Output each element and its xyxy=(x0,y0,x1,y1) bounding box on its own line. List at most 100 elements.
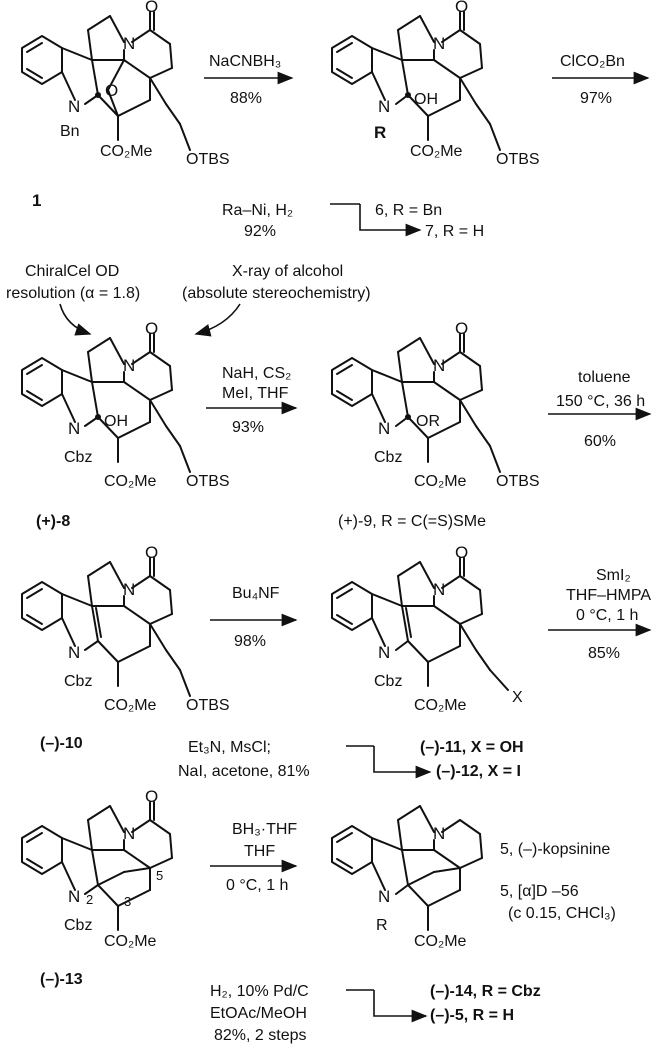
cpd9-N-atom: N xyxy=(378,419,390,438)
annot-right-line2: (absolute stereochemistry) xyxy=(182,285,371,302)
cpd9-N-substituent: Cbz xyxy=(374,449,402,466)
compound-1-label: 1 xyxy=(32,191,41,210)
cpd1-side-chain: OTBS xyxy=(186,151,230,168)
compound-13-label: (–)-13 xyxy=(40,971,83,988)
step-4: toluene 150 °C, 36 h 60% xyxy=(548,369,652,450)
step7-line3: 0 °C, 1 h xyxy=(576,607,638,624)
compound-5-name: 5, (–)-kopsinine xyxy=(500,841,610,858)
cpd8-N-substituent: Cbz xyxy=(64,449,92,466)
step8-line2: THF xyxy=(244,843,275,860)
step-8: BH₃·THF THF 0 °C, 1 h xyxy=(210,821,298,894)
cpd8-N-ring-atom: N xyxy=(123,356,135,375)
step7-line2: THF–HMPA xyxy=(566,587,651,604)
cpd6-N-ring-atom: N xyxy=(433,34,445,53)
cpd11-ester: CO₂Me xyxy=(414,697,467,714)
cpd1-N-ring-atom: N xyxy=(123,34,135,53)
cpd9-ketone-O: O xyxy=(455,319,468,338)
compound-8-label: (+)-8 xyxy=(36,513,70,530)
compound-6-structure: N R N O OH CO₂Me OTBS xyxy=(331,0,540,168)
annot-right-line1: X-ray of alcohol xyxy=(232,263,343,280)
step-2: ClCO₂Bn 97% xyxy=(552,53,650,107)
step-7: SmI₂ THF–HMPA 0 °C, 1 h 85% xyxy=(548,567,652,662)
cpd8-OH: OH xyxy=(104,413,128,430)
cpd11-ketone-O: O xyxy=(455,543,468,562)
step3-line2: MeI, THF xyxy=(222,385,289,402)
cpd13-N-substituent: Cbz xyxy=(64,917,92,934)
label-11: (–)-11, X = OH xyxy=(420,739,524,756)
step-6: Et₃N, MsCl; NaI, acetone, 81% (–)-11, X … xyxy=(178,739,524,780)
step7-line1: SmI₂ xyxy=(596,567,631,584)
cpd10-side-chain: OTBS xyxy=(186,697,230,714)
cpd11-N-substituent: Cbz xyxy=(374,673,402,690)
cpd11-X: X xyxy=(512,689,523,706)
cpd6-N-atom: N xyxy=(378,97,390,116)
step9-line3: 82%, 2 steps xyxy=(214,1027,307,1044)
cpd1-ester: CO₂Me xyxy=(100,143,153,160)
cpd13-N-ring-atom: N xyxy=(123,824,135,843)
compound-10-structure: N Cbz N O CO₂Me OTBS (–)-10 xyxy=(21,543,230,752)
compound-5-rotation: 5, [α]D –56 xyxy=(500,883,579,900)
cpd11-N-atom: N xyxy=(378,643,390,662)
cpd5-ester: CO₂Me xyxy=(414,933,467,950)
cpd6-side-chain: OTBS xyxy=(496,151,540,168)
label-7: 7, R = H xyxy=(425,223,484,240)
cpd8-ketone-O: O xyxy=(145,319,158,338)
label-14: (–)-14, R = Cbz xyxy=(430,983,541,1000)
step6-line1: Et₃N, MsCl; xyxy=(188,739,271,756)
resolution-annotations: ChiralCel OD resolution (α = 1.8) X-ray … xyxy=(6,263,371,337)
compound-9-structure: N Cbz N O OR CO₂Me OTBS (+)-9, R = C(=S)… xyxy=(331,319,540,530)
step2-yield: 97% xyxy=(580,90,612,107)
step7-yield: 85% xyxy=(588,645,620,662)
cpd6-OH: OH xyxy=(414,91,438,108)
step4-yield: 60% xyxy=(584,433,616,450)
step4-line1: toluene xyxy=(578,369,631,386)
cpd13-ketone-O: O xyxy=(145,787,158,806)
cpd5-R: R xyxy=(376,917,388,934)
compound-1-structure: N Bn N O O CO₂Me OTBS 1 xyxy=(21,0,230,210)
step8-line3: 0 °C, 1 h xyxy=(226,877,288,894)
step3-line1: NaH, CS₂ xyxy=(222,365,291,382)
cpd5-N-atom: N xyxy=(378,887,390,906)
cpd8-ester: CO₂Me xyxy=(104,473,157,490)
cpd1-N-substituent: Bn xyxy=(60,123,80,140)
step9-line2: EtOAc/MeOH xyxy=(210,1005,307,1022)
step-5: Bu₄NF 98% xyxy=(210,585,298,650)
annot-left-line1: ChiralCel OD xyxy=(25,263,119,280)
cpd10-N-substituent: Cbz xyxy=(64,673,92,690)
step3-yield: 93% xyxy=(232,419,264,436)
cpd11-N-ring-atom: N xyxy=(433,580,445,599)
cpd9-side-chain: OTBS xyxy=(496,473,540,490)
cpd13-locant-5: 5 xyxy=(156,868,163,883)
step-hydrogenation: Ra–Ni, H₂ 92% 6, R = Bn 7, R = H xyxy=(222,202,484,240)
compound-13-structure: N Cbz N O 2 3 5 CO₂Me (–)-13 xyxy=(21,787,173,988)
step4-line2: 150 °C, 36 h xyxy=(556,393,645,410)
compound-9-label: (+)-9, R = C(=S)SMe xyxy=(338,513,486,530)
compound-5-rotation-conditions: (c 0.15, CHCl₃) xyxy=(508,905,616,922)
cpd13-ester: CO₂Me xyxy=(104,933,157,950)
cpd10-N-atom: N xyxy=(68,643,80,662)
cpd1-ketone-O: O xyxy=(145,0,158,16)
cpd1-bridge-O: O xyxy=(105,81,118,100)
cpd8-N-atom: N xyxy=(68,419,80,438)
label-6: 6, R = Bn xyxy=(375,202,442,219)
cpd10-ketone-O: O xyxy=(145,543,158,562)
cpd13-locant-3: 3 xyxy=(124,894,131,909)
label-12: (–)-12, X = I xyxy=(436,763,521,780)
cpd10-ester: CO₂Me xyxy=(104,697,157,714)
hydrog-reagent: Ra–Ni, H₂ xyxy=(222,202,293,219)
step1-reagent: NaCNBH₃ xyxy=(209,53,281,70)
cpd8-side-chain: OTBS xyxy=(186,473,230,490)
compound-5-structure: N R N CO₂Me 5, (–)-kopsinine 5, [α]D –56… xyxy=(331,805,616,950)
cpd6-R: R xyxy=(374,123,386,142)
step-9: H₂, 10% Pd/C EtOAc/MeOH 82%, 2 steps (–)… xyxy=(210,983,541,1044)
cpd5-N-ring-atom: N xyxy=(433,824,445,843)
cpd13-N-atom: N xyxy=(68,887,80,906)
compound-11-structure: N Cbz N O CO₂Me X xyxy=(331,543,523,714)
compound-10-label: (–)-10 xyxy=(40,735,83,752)
step5-reagent: Bu₄NF xyxy=(232,585,280,602)
compound-8-structure: N Cbz N O OH CO₂Me OTBS (+)-8 xyxy=(21,319,230,530)
step8-line1: BH₃·THF xyxy=(232,821,297,838)
step-3: NaH, CS₂ MeI, THF 93% xyxy=(206,365,298,436)
step9-line1: H₂, 10% Pd/C xyxy=(210,983,309,1000)
